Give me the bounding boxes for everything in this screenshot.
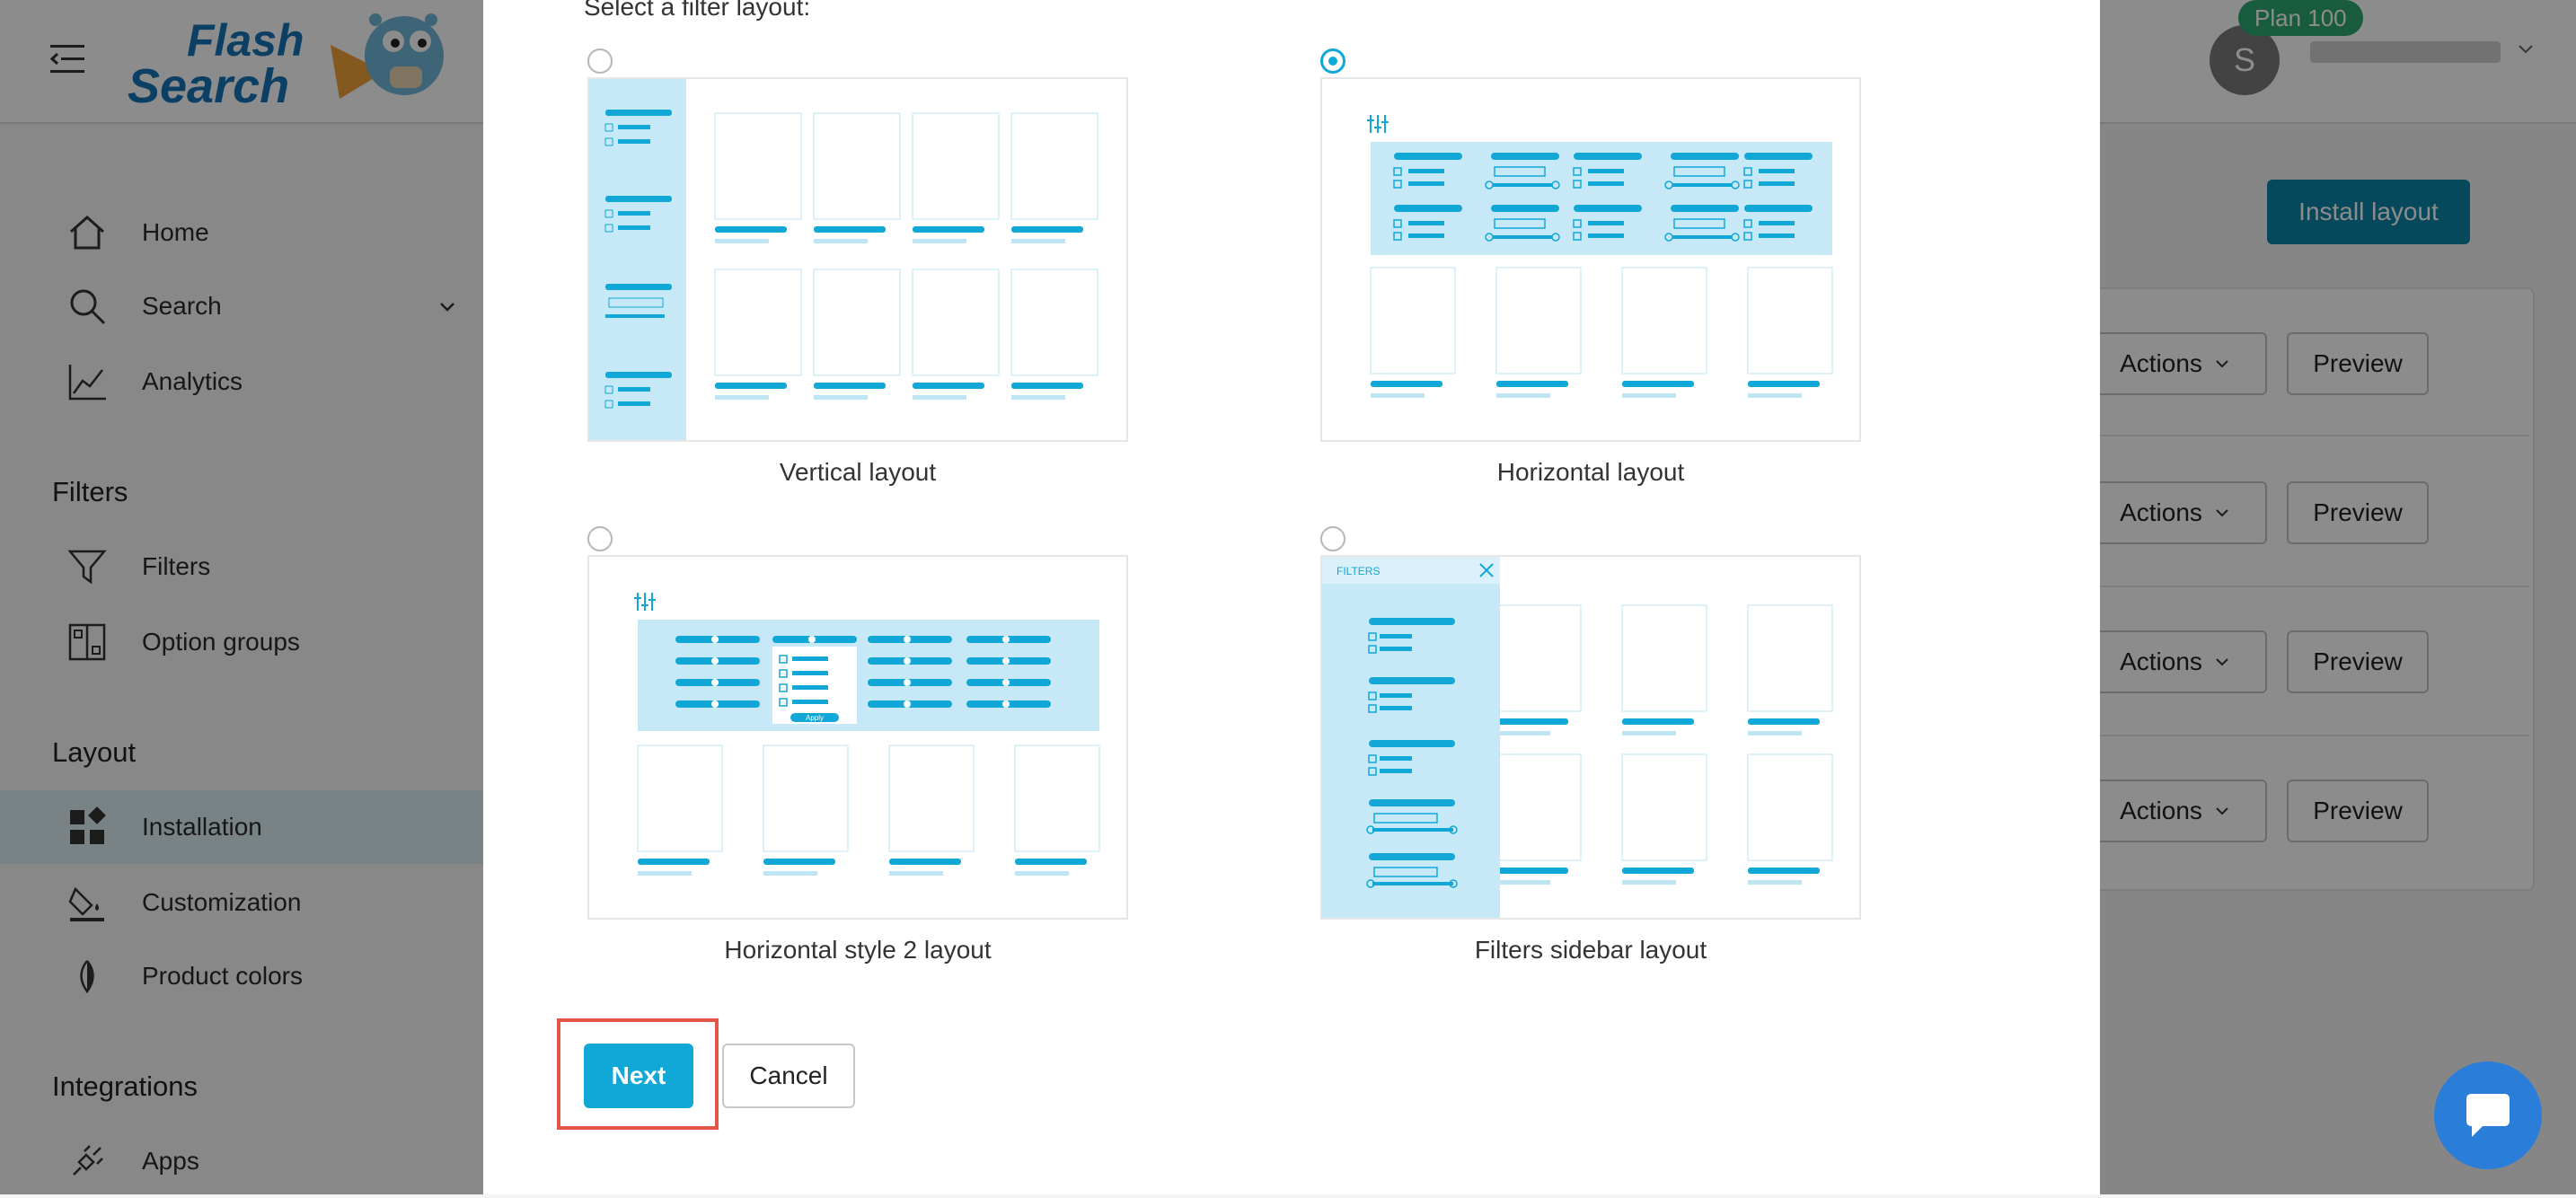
filters-sidebar-header: FILTERS: [1337, 565, 1380, 577]
chevron-down-icon[interactable]: [437, 295, 458, 317]
radio-vertical-layout[interactable]: [587, 48, 613, 74]
chat-launcher-button[interactable]: [2434, 1061, 2542, 1169]
sidebar-item-apps[interactable]: Apps: [0, 1124, 483, 1198]
chevron-down-icon: [2216, 658, 2228, 666]
apply-button-text: Apply: [806, 714, 824, 722]
sliders-icon: [1367, 115, 1389, 133]
user-name-placeholder[interactable]: [2310, 41, 2501, 63]
sidebar-item-analytics[interactable]: Analytics: [0, 345, 483, 418]
modal-title: Select a filter layout:: [584, 0, 811, 21]
search-icon: [70, 289, 106, 325]
chevron-down-icon: [2216, 509, 2228, 517]
sidebar-item-installation[interactable]: Installation: [0, 790, 483, 864]
close-icon: [1479, 563, 1494, 577]
actions-dropdown[interactable]: Actions: [2084, 630, 2267, 693]
radio-horizontal-layout[interactable]: [1320, 48, 1345, 74]
filters-sidebar-layout-label[interactable]: Filters sidebar layout: [1474, 936, 1707, 964]
select-layout-modal: Select a filter layout:: [483, 0, 2100, 1194]
avatar-initial: S: [2233, 41, 2255, 78]
horizontal-layout-illustration: [1367, 115, 1833, 398]
horizontal-style-2-layout-preview[interactable]: Apply: [587, 555, 1128, 920]
section-heading-integrations: Integrations: [52, 1070, 198, 1102]
cancel-button[interactable]: Cancel: [722, 1044, 855, 1108]
horizontal-style-2-layout-illustration: Apply: [634, 593, 1100, 876]
sidebar-item-label: Installation: [142, 813, 262, 841]
actions-label: Actions: [2120, 797, 2202, 824]
preview-button[interactable]: Preview: [2287, 630, 2429, 693]
sidebar-item-label: Customization: [142, 888, 302, 916]
sidebar-item-label: Search: [142, 292, 222, 320]
plan-badge: Plan 100: [2238, 0, 2363, 36]
sidebar-item-label: Filters: [142, 552, 211, 580]
radio-filters-sidebar-layout[interactable]: [1320, 526, 1345, 551]
actions-label: Actions: [2120, 349, 2202, 377]
logo-text-line1: Flash: [187, 15, 304, 66]
preview-button[interactable]: Preview: [2287, 780, 2429, 842]
chevron-down-icon: [2216, 360, 2228, 368]
sidebar-item-label: Option groups: [142, 628, 300, 656]
widgets-icon: [70, 806, 106, 844]
actions-dropdown[interactable]: Actions: [2084, 780, 2267, 842]
chat-icon: [2466, 1094, 2510, 1137]
contrast-icon: [80, 960, 94, 994]
chevron-down-icon: [2216, 807, 2228, 815]
vertical-layout-illustration: [589, 79, 1098, 440]
flash-search-logo: Flash Search: [128, 13, 444, 113]
sidebar-item-customization[interactable]: Customization: [0, 866, 483, 939]
menu-toggle-icon[interactable]: [50, 41, 90, 77]
sidebar-item-option-groups[interactable]: Option groups: [0, 605, 483, 679]
sidebar: Home Search Analytics Filters Filters Op…: [0, 124, 483, 1194]
home-icon: [70, 215, 104, 250]
row-divider: [2005, 586, 2529, 587]
row-divider: [2005, 735, 2529, 736]
preview-button[interactable]: Preview: [2287, 481, 2429, 544]
sidebar-item-label: Analytics: [142, 367, 243, 395]
sidebar-item-filters[interactable]: Filters: [0, 530, 483, 603]
sidebar-item-label: Home: [142, 218, 209, 246]
preview-button[interactable]: Preview: [2287, 332, 2429, 395]
vertical-layout-label[interactable]: Vertical layout: [779, 458, 937, 486]
horizontal-layout-label[interactable]: Horizontal layout: [1496, 458, 1685, 486]
sidebar-item-label: Product colors: [142, 962, 303, 990]
sidebar-item-label: Apps: [142, 1147, 199, 1175]
filters-sidebar-layout-illustration: FILTERS: [1322, 557, 1833, 918]
horizontal-layout-preview[interactable]: [1320, 77, 1861, 442]
plug-icon: [73, 1145, 103, 1176]
section-heading-filters: Filters: [52, 476, 128, 507]
sidebar-item-product-colors[interactable]: Product colors: [0, 939, 483, 1013]
chevron-down-icon[interactable]: [2515, 38, 2536, 59]
actions-dropdown[interactable]: Actions: [2084, 481, 2267, 544]
chart-line-icon: [68, 365, 106, 401]
section-heading-layout: Layout: [52, 736, 137, 768]
row-divider: [2005, 435, 2529, 436]
option-groups-icon: [68, 623, 106, 661]
avatar[interactable]: S: [2210, 25, 2280, 95]
radio-horizontal-style-2-layout[interactable]: [587, 526, 613, 551]
next-button[interactable]: Next: [584, 1044, 693, 1108]
paint-bucket-icon: [68, 886, 104, 921]
sidebar-item-search[interactable]: Search: [0, 269, 483, 343]
filter-funnel-icon: [67, 550, 107, 585]
vertical-layout-preview[interactable]: [587, 77, 1128, 442]
actions-label: Actions: [2120, 498, 2202, 526]
actions-label: Actions: [2120, 647, 2202, 675]
logo-text-line2: Search: [128, 59, 289, 113]
sidebar-item-home[interactable]: Home: [0, 196, 483, 269]
horizontal-style-2-layout-label[interactable]: Horizontal style 2 layout: [724, 936, 992, 964]
install-layout-button[interactable]: Install layout: [2267, 180, 2470, 244]
next-button-highlight: [557, 1018, 719, 1130]
sliders-icon: [634, 593, 656, 611]
filters-sidebar-layout-preview[interactable]: FILTERS: [1320, 555, 1861, 920]
